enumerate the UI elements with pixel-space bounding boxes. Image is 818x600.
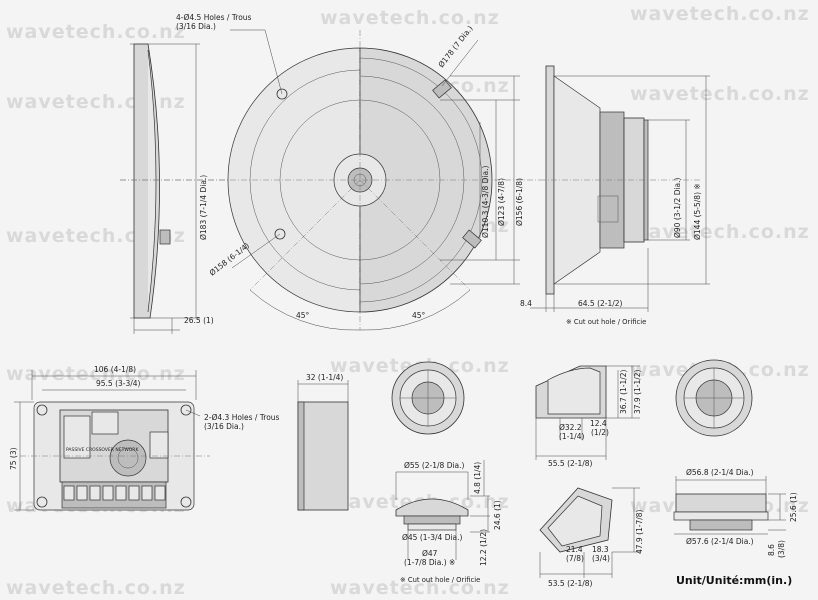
dim-label: 12.2 (1/2) xyxy=(479,529,488,566)
dim-label: 25.6 (1) xyxy=(789,492,798,522)
dim-label: (3/8) xyxy=(777,540,786,558)
dim-label: Ø183 (7-1/4 Dia.) xyxy=(199,175,208,240)
dim-label: (1/2) xyxy=(591,428,609,437)
dim-label: Ø32.2 xyxy=(559,423,582,432)
watermark-text: wavetech.co.nz xyxy=(330,577,510,599)
dim-label: Ø45 (1-3/4 Dia.) xyxy=(402,533,463,542)
dim-label: (1-1/4) xyxy=(559,432,584,441)
dim-label: 26.5 (1) xyxy=(184,316,214,325)
cutout-note: ※ Cut out hole / Orificie xyxy=(566,318,646,326)
dim-label: Ø178 (7 Dia.) xyxy=(436,24,474,69)
dim-label: 75 (3) xyxy=(9,447,18,470)
dim-label: 55.5 (2-1/8) xyxy=(548,459,593,468)
crossover-front-view: 106 (4-1/8) 95.5 (3-3/4) PASSIVE CROSSOV… xyxy=(9,365,280,511)
watermark-text: wavetech.co.nz xyxy=(320,7,500,29)
watermark-text: wavetech.co.nz xyxy=(630,3,810,25)
watermark-text: wavetech.co.nz xyxy=(630,221,810,243)
dim-label: (3/4) xyxy=(592,554,610,563)
dim-label: 95.5 (3-3/4) xyxy=(96,379,141,388)
dim-label: Ø47 xyxy=(422,549,438,558)
dim-label: (3/16 Dia.) xyxy=(204,422,244,431)
angle-label: 45° xyxy=(412,311,426,320)
dim-label: 21.4 xyxy=(566,545,583,554)
dim-label: Ø55 (2-1/8 Dia.) xyxy=(404,461,465,470)
watermark-text: wavetech.co.nz xyxy=(6,363,186,385)
woofer-front-view: 45° 45° 4-Ø4.5 Holes / Trous (3/16 Dia.)… xyxy=(120,13,540,331)
dim-label: Ø56.8 (2-1/4 Dia.) xyxy=(686,468,754,477)
dim-label: 37.9 (1-1/2) xyxy=(633,369,642,414)
terminal-block xyxy=(63,485,166,501)
crossover-side-view: 32 (1-1/4) xyxy=(297,373,349,511)
watermark-text: wavetech.co.nz xyxy=(630,83,810,105)
pcb-label: PASSIVE CROSSOVER NETWORK xyxy=(66,447,139,453)
dim-label: 24.6 (1) xyxy=(493,500,502,530)
woofer-side-right: Ø90 (3-1/2 Dia.) Ø144 (5-5/8) ※ 8.4 64.5… xyxy=(520,65,710,326)
dim-label: Ø123 (4-7/8) xyxy=(497,178,506,226)
dim-label: 64.5 (2-1/2) xyxy=(578,299,623,308)
tweeter-side-view: 55.5 (2-1/8) Ø32.2 (1-1/4) 12.4 (1/2) 36… xyxy=(535,365,642,468)
watermark-text: wavetech.co.nz xyxy=(6,577,186,599)
tweeter-grille-view xyxy=(675,359,753,437)
tweeter-surface-mount: Ø56.8 (2-1/4 Dia.) 25.6 (1) Ø57.6 (2-1/4… xyxy=(673,468,798,558)
dim-label: 36.7 (1-1/2) xyxy=(619,369,628,414)
dim-label: 4.8 (1/4) xyxy=(473,462,482,494)
dim-label: (3/16 Dia.) xyxy=(176,22,216,31)
dim-label: (1-7/8 Dia.) ※ xyxy=(404,558,455,567)
dim-label: 106 (4-1/8) xyxy=(94,365,136,374)
dim-label: Ø110.3 (4-3/8 Dia.) xyxy=(481,166,490,238)
dim-label: 53.5 (2-1/8) xyxy=(548,579,593,588)
dim-label: 47.9 (1-7/8) xyxy=(635,509,644,554)
dim-label: 18.3 xyxy=(592,545,609,554)
dim-label: 4-Ø4.5 Holes / Trous xyxy=(176,13,252,22)
dim-label: Ø156 (6-1/8) xyxy=(515,178,524,226)
unit-label: Unit/Unité:mm(in.) xyxy=(676,574,792,587)
dim-label: 12.4 xyxy=(590,419,607,428)
tweeter-front-view xyxy=(391,361,465,435)
cutout-note: ※ Cut out hole / Orificie xyxy=(400,576,480,584)
dim-label: 8.6 xyxy=(767,544,776,556)
dim-label: 8.4 xyxy=(520,299,532,308)
angle-label: 45° xyxy=(296,311,310,320)
tweeter-flush-mount: Ø55 (2-1/8 Dia.) 4.8 (1/4) 24.6 (1) Ø45 … xyxy=(395,460,502,584)
dim-label: Ø90 (3-1/2 Dia.) xyxy=(673,177,682,238)
dim-label: 2-Ø4.3 Holes / Trous xyxy=(204,413,280,422)
woofer-side-profile: Ø183 (7-1/4 Dia.) 26.5 (1) xyxy=(120,43,240,334)
dim-label: Ø57.6 (2-1/4 Dia.) xyxy=(686,537,754,546)
tweeter-angle-mount: 47.9 (1-7/8) 21.4 (7/8) 18.3 (3/4) 53.5 … xyxy=(539,487,644,588)
watermark-text: wavetech.co.nz xyxy=(6,91,186,113)
watermark-text: wavetech.co.nz xyxy=(6,21,186,43)
dim-label: 32 (1-1/4) xyxy=(306,373,343,382)
dim-label: Ø144 (5-5/8) ※ xyxy=(693,183,702,240)
dim-label: (7/8) xyxy=(566,554,584,563)
